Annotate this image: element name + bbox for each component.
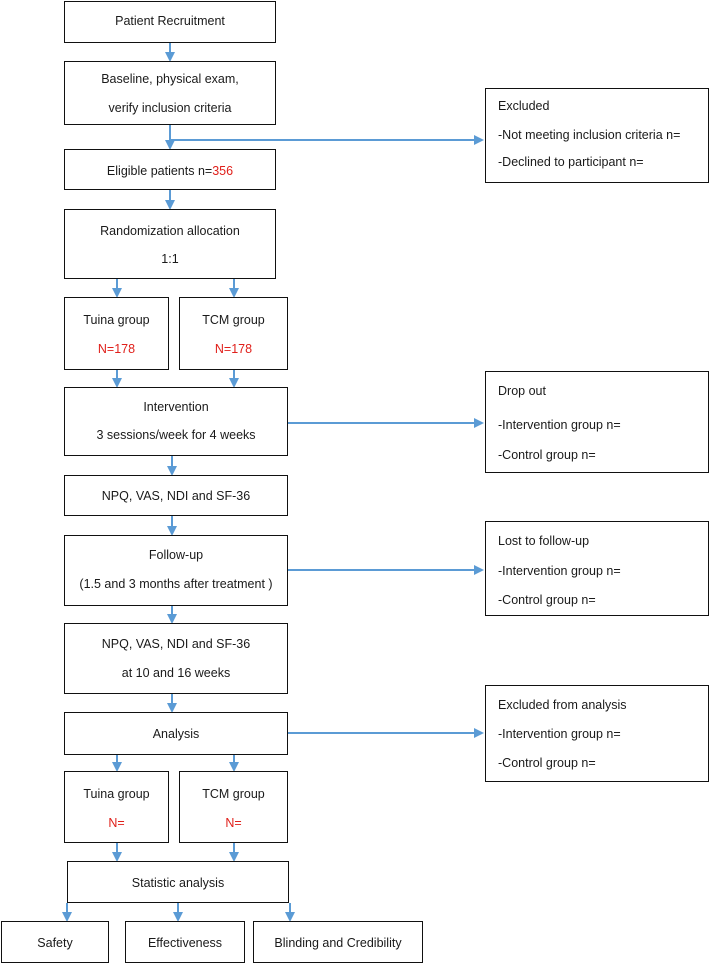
eligible-count: 356 [212, 164, 234, 178]
dropout-box: Drop out -Intervention group n= -Control… [485, 371, 709, 473]
randomization-box: Randomization allocation 1:1 [64, 209, 276, 279]
recruitment-box: Patient Recruitment [64, 1, 276, 43]
tuina-group-2-box: Tuina group N= [64, 771, 169, 843]
followup-title: Follow-up [148, 548, 204, 562]
statistic-label: Statistic analysis [131, 876, 225, 890]
tcm-group-2-box: TCM group N= [179, 771, 288, 843]
tuina-group-count: N=178 [97, 342, 136, 356]
measures-2-line1: NPQ, VAS, NDI and SF-36 [101, 637, 251, 651]
baseline-line2: verify inclusion criteria [108, 101, 232, 115]
tcm-group-2-label: TCM group [202, 787, 265, 801]
dropout-item-2: -Control group n= [498, 448, 596, 462]
blinding-label: Blinding and Credibility [274, 936, 402, 950]
blinding-box: Blinding and Credibility [253, 921, 423, 963]
tcm-group-count: N=178 [214, 342, 253, 356]
measures-2-box: NPQ, VAS, NDI and SF-36 at 10 and 16 wee… [64, 623, 288, 694]
lost-item-1: -Intervention group n= [498, 564, 621, 578]
excluded-analysis-item-2: -Control group n= [498, 756, 596, 770]
tuina-group-label: Tuina group [83, 313, 150, 327]
eligible-box: Eligible patients n=356 [64, 149, 276, 190]
tuina-group-box: Tuina group N=178 [64, 297, 169, 370]
tuina-group-2-label: Tuina group [83, 787, 150, 801]
baseline-line1: Baseline, physical exam, [101, 72, 239, 86]
intervention-schedule: 3 sessions/week for 4 weeks [96, 428, 256, 442]
excluded-box: Excluded -Not meeting inclusion criteria… [485, 88, 709, 183]
effectiveness-box: Effectiveness [125, 921, 245, 963]
measures-box: NPQ, VAS, NDI and SF-36 [64, 475, 288, 516]
eligible-label: Eligible patients n=356 [65, 164, 275, 178]
safety-label: Safety [37, 936, 73, 950]
excluded-analysis-item-1: -Intervention group n= [498, 727, 621, 741]
excluded-analysis-title: Excluded from analysis [498, 698, 627, 712]
intervention-box: Intervention 3 sessions/week for 4 weeks [64, 387, 288, 456]
followup-detail: (1.5 and 3 months after treatment ) [79, 577, 273, 591]
measures-2-line2: at 10 and 16 weeks [121, 666, 231, 680]
excluded-title: Excluded [498, 99, 550, 113]
recruitment-label: Patient Recruitment [115, 14, 225, 28]
analysis-box: Analysis [64, 712, 288, 755]
lost-item-2: -Control group n= [498, 593, 596, 607]
followup-box: Follow-up (1.5 and 3 months after treatm… [64, 535, 288, 606]
lost-title: Lost to follow-up [498, 534, 590, 548]
baseline-box: Baseline, physical exam, verify inclusio… [64, 61, 276, 125]
excluded-item-2: -Declined to participant n= [498, 155, 644, 169]
tcm-group-2-count: N= [225, 816, 242, 830]
tcm-group-label: TCM group [202, 313, 265, 327]
excluded-analysis-box: Excluded from analysis -Intervention gro… [485, 685, 709, 782]
tcm-group-box: TCM group N=178 [179, 297, 288, 370]
statistic-box: Statistic analysis [67, 861, 289, 903]
randomization-ratio: 1:1 [161, 252, 179, 266]
dropout-item-1: -Intervention group n= [498, 418, 621, 432]
effectiveness-label: Effectiveness [147, 936, 223, 950]
eligible-text: Eligible patients n= [106, 164, 213, 178]
measures-label: NPQ, VAS, NDI and SF-36 [101, 489, 251, 503]
safety-box: Safety [1, 921, 109, 963]
dropout-title: Drop out [498, 384, 546, 398]
excluded-item-1: -Not meeting inclusion criteria n= [498, 128, 681, 142]
analysis-label: Analysis [152, 727, 200, 741]
randomization-line1: Randomization allocation [100, 224, 240, 238]
intervention-title: Intervention [143, 400, 209, 414]
tuina-group-2-count: N= [108, 816, 125, 830]
lost-box: Lost to follow-up -Intervention group n=… [485, 521, 709, 616]
